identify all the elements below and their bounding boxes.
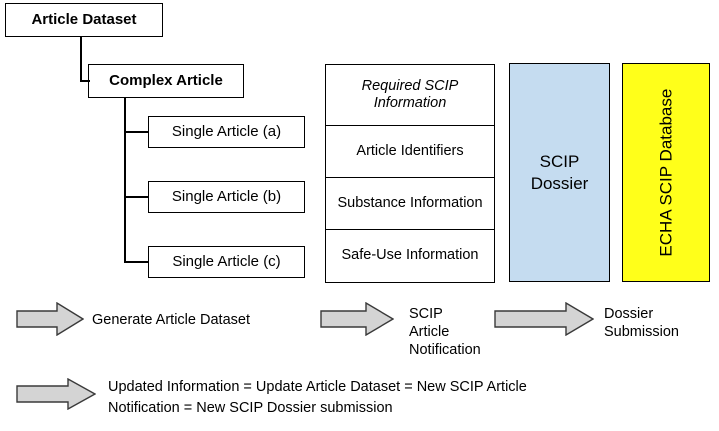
arrow-scip-article-notification [320,302,394,336]
connector-single-articles-trunk [124,98,126,263]
node-single-article-a: Single Article (a) [148,116,305,148]
scip-table-cell-article-identifiers: Article Identifiers [356,142,464,159]
connector-branch-single-a [124,131,149,133]
scip-table-row: Safe-Use Information [326,230,494,281]
node-single-article-c-label: Single Article (c) [172,253,281,271]
connector-branch-single-c [124,261,149,263]
arrow-dossier-submission [494,302,594,336]
scip-table-row: Substance Information [326,178,494,230]
arrow-generate-article-dataset [16,302,84,336]
node-single-article-b: Single Article (b) [148,181,305,213]
scip-information-table: Required SCIP Information Article Identi… [325,64,495,283]
connector-dataset-to-complex-horizontal [80,80,90,82]
caption-generate-article-dataset: Generate Article Dataset [92,312,250,328]
node-article-dataset: Article Dataset [5,3,163,37]
node-echa-scip-database: ECHA SCIP Database [622,63,710,282]
node-scip-dossier: SCIP Dossier [509,63,610,282]
node-single-article-a-label: Single Article (a) [171,123,282,141]
scip-table-row: Required SCIP Information [326,65,494,126]
scip-table-cell-substance-information: Substance Information [337,194,483,211]
node-complex-article-label: Complex Article [109,72,223,90]
caption-dossier-submission: Dossier Submission [604,306,679,341]
node-article-dataset-label: Article Dataset [31,11,137,29]
arrow-updated-information [16,378,96,410]
node-single-article-c: Single Article (c) [148,246,305,278]
node-scip-dossier-label: SCIP Dossier [530,152,589,193]
node-echa-scip-database-label: ECHA SCIP Database [656,88,676,257]
caption-scip-article-notification: SCIP Article Notification [409,306,481,359]
node-complex-article: Complex Article [88,64,244,98]
scip-table-cell-safe-use-information: Safe-Use Information [341,246,479,263]
scip-table-cell-required-scip-information: Required SCIP Information [361,77,459,111]
node-single-article-b-label: Single Article (b) [171,188,282,206]
scip-table-row: Article Identifiers [326,126,494,178]
connector-dataset-to-complex-vertical [80,37,82,81]
connector-branch-single-b [124,196,149,198]
caption-updated-information: Updated Information = Update Article Dat… [108,379,527,417]
